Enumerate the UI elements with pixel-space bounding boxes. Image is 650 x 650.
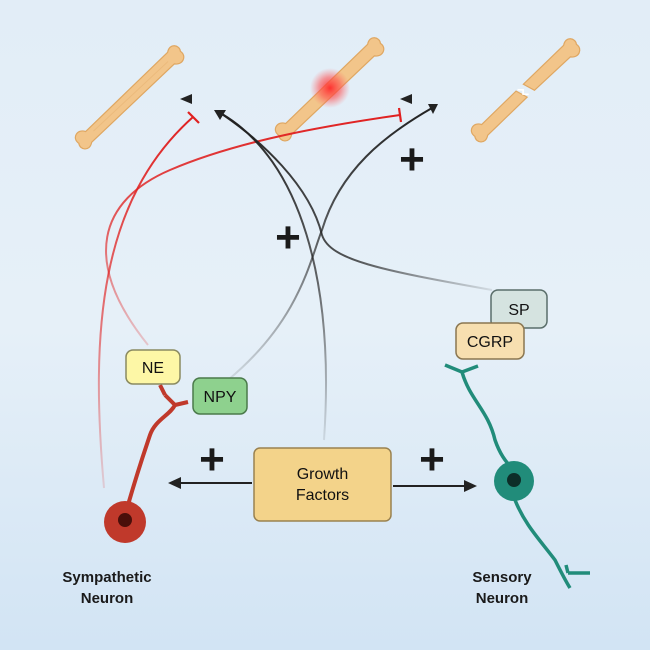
- npy-box: NPY: [192, 377, 248, 415]
- sensory-neuron: [444, 363, 590, 589]
- stimulate-line-npy-to-second-arrow: [227, 104, 438, 381]
- sympathetic-neuron-label-line2: Neuron: [81, 590, 134, 607]
- sympathetic-neuron-label-line1: Sympathetic: [62, 569, 151, 586]
- sp-label: SP: [508, 302, 529, 319]
- inhibit-line-ne-to-second-arrow: [105, 107, 403, 346]
- cgrp-label: CGRP: [467, 334, 513, 351]
- injury-site: [310, 68, 350, 108]
- ne-label: NE: [142, 360, 164, 377]
- bone-healthy: [74, 45, 185, 150]
- growth-factors-box: Growth Factors: [253, 447, 392, 522]
- growth-factors-line2: Factors: [296, 487, 349, 504]
- bone-fractured: [470, 38, 581, 143]
- plus-sign-left: +: [199, 435, 225, 484]
- sympathetic-neuron: [104, 384, 189, 543]
- arrow-growth-to-sympathetic: [168, 477, 252, 489]
- npy-label: NPY: [204, 389, 237, 406]
- sympathetic-nucleus: [118, 513, 132, 527]
- plus-sign-center: +: [275, 213, 301, 262]
- sensory-nucleus: [507, 473, 521, 487]
- arrow-growth-to-sensory: [393, 480, 477, 492]
- arrow-fractured-to-injured: [400, 94, 478, 104]
- ne-box: NE: [125, 349, 181, 385]
- sensory-neuron-label-line1: Sensory: [472, 569, 532, 586]
- cgrp-box: CGRP: [455, 322, 525, 360]
- plus-sign-right: +: [419, 435, 445, 484]
- arrow-injured-to-healthy: [180, 94, 258, 104]
- plus-sign-upper-right: +: [399, 135, 425, 184]
- sensory-neuron-label-line2: Neuron: [476, 590, 529, 607]
- stimulate-line-sp-to-first-arrow: [221, 113, 493, 291]
- growth-factors-line1: Growth: [297, 466, 349, 483]
